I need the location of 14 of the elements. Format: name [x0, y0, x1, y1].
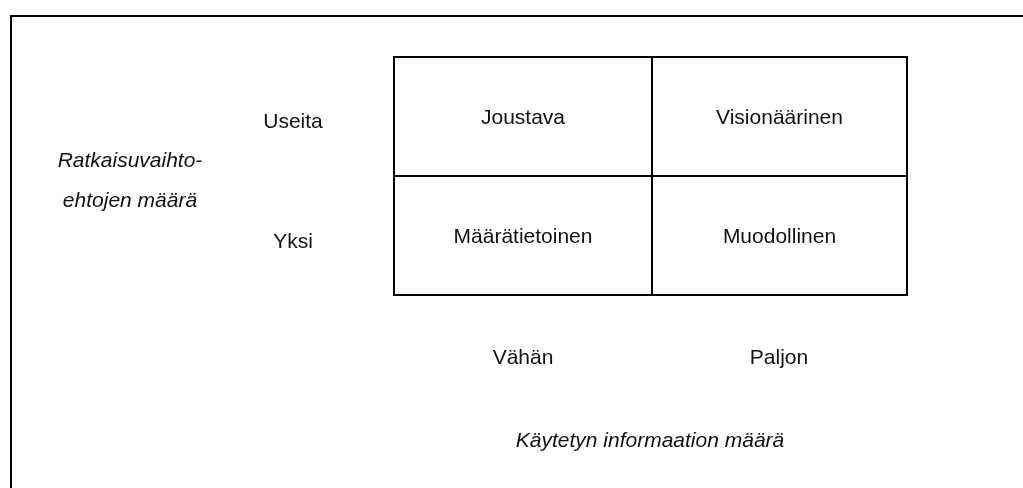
axis-title: Käytetyn informaation määrä	[515, 428, 785, 452]
column-label: Paljon	[749, 345, 809, 369]
matrix-cell	[651, 56, 908, 177]
cell-text: Muodollinen	[722, 223, 837, 248]
matrix-cell	[393, 175, 653, 296]
axis-title: Ratkaisuvaihto-ehtojen määrä	[56, 147, 204, 213]
cell-text: Joustava	[480, 104, 566, 129]
cell-text: Visionäärinen	[716, 104, 843, 129]
column-label: Vähän	[492, 345, 554, 369]
row-label: Yksi	[273, 229, 313, 253]
row-label: Useita	[263, 109, 323, 133]
matrix-cell	[651, 175, 908, 296]
cell-text: Määrätietoinen	[453, 223, 593, 248]
matrix-cell	[393, 56, 653, 177]
